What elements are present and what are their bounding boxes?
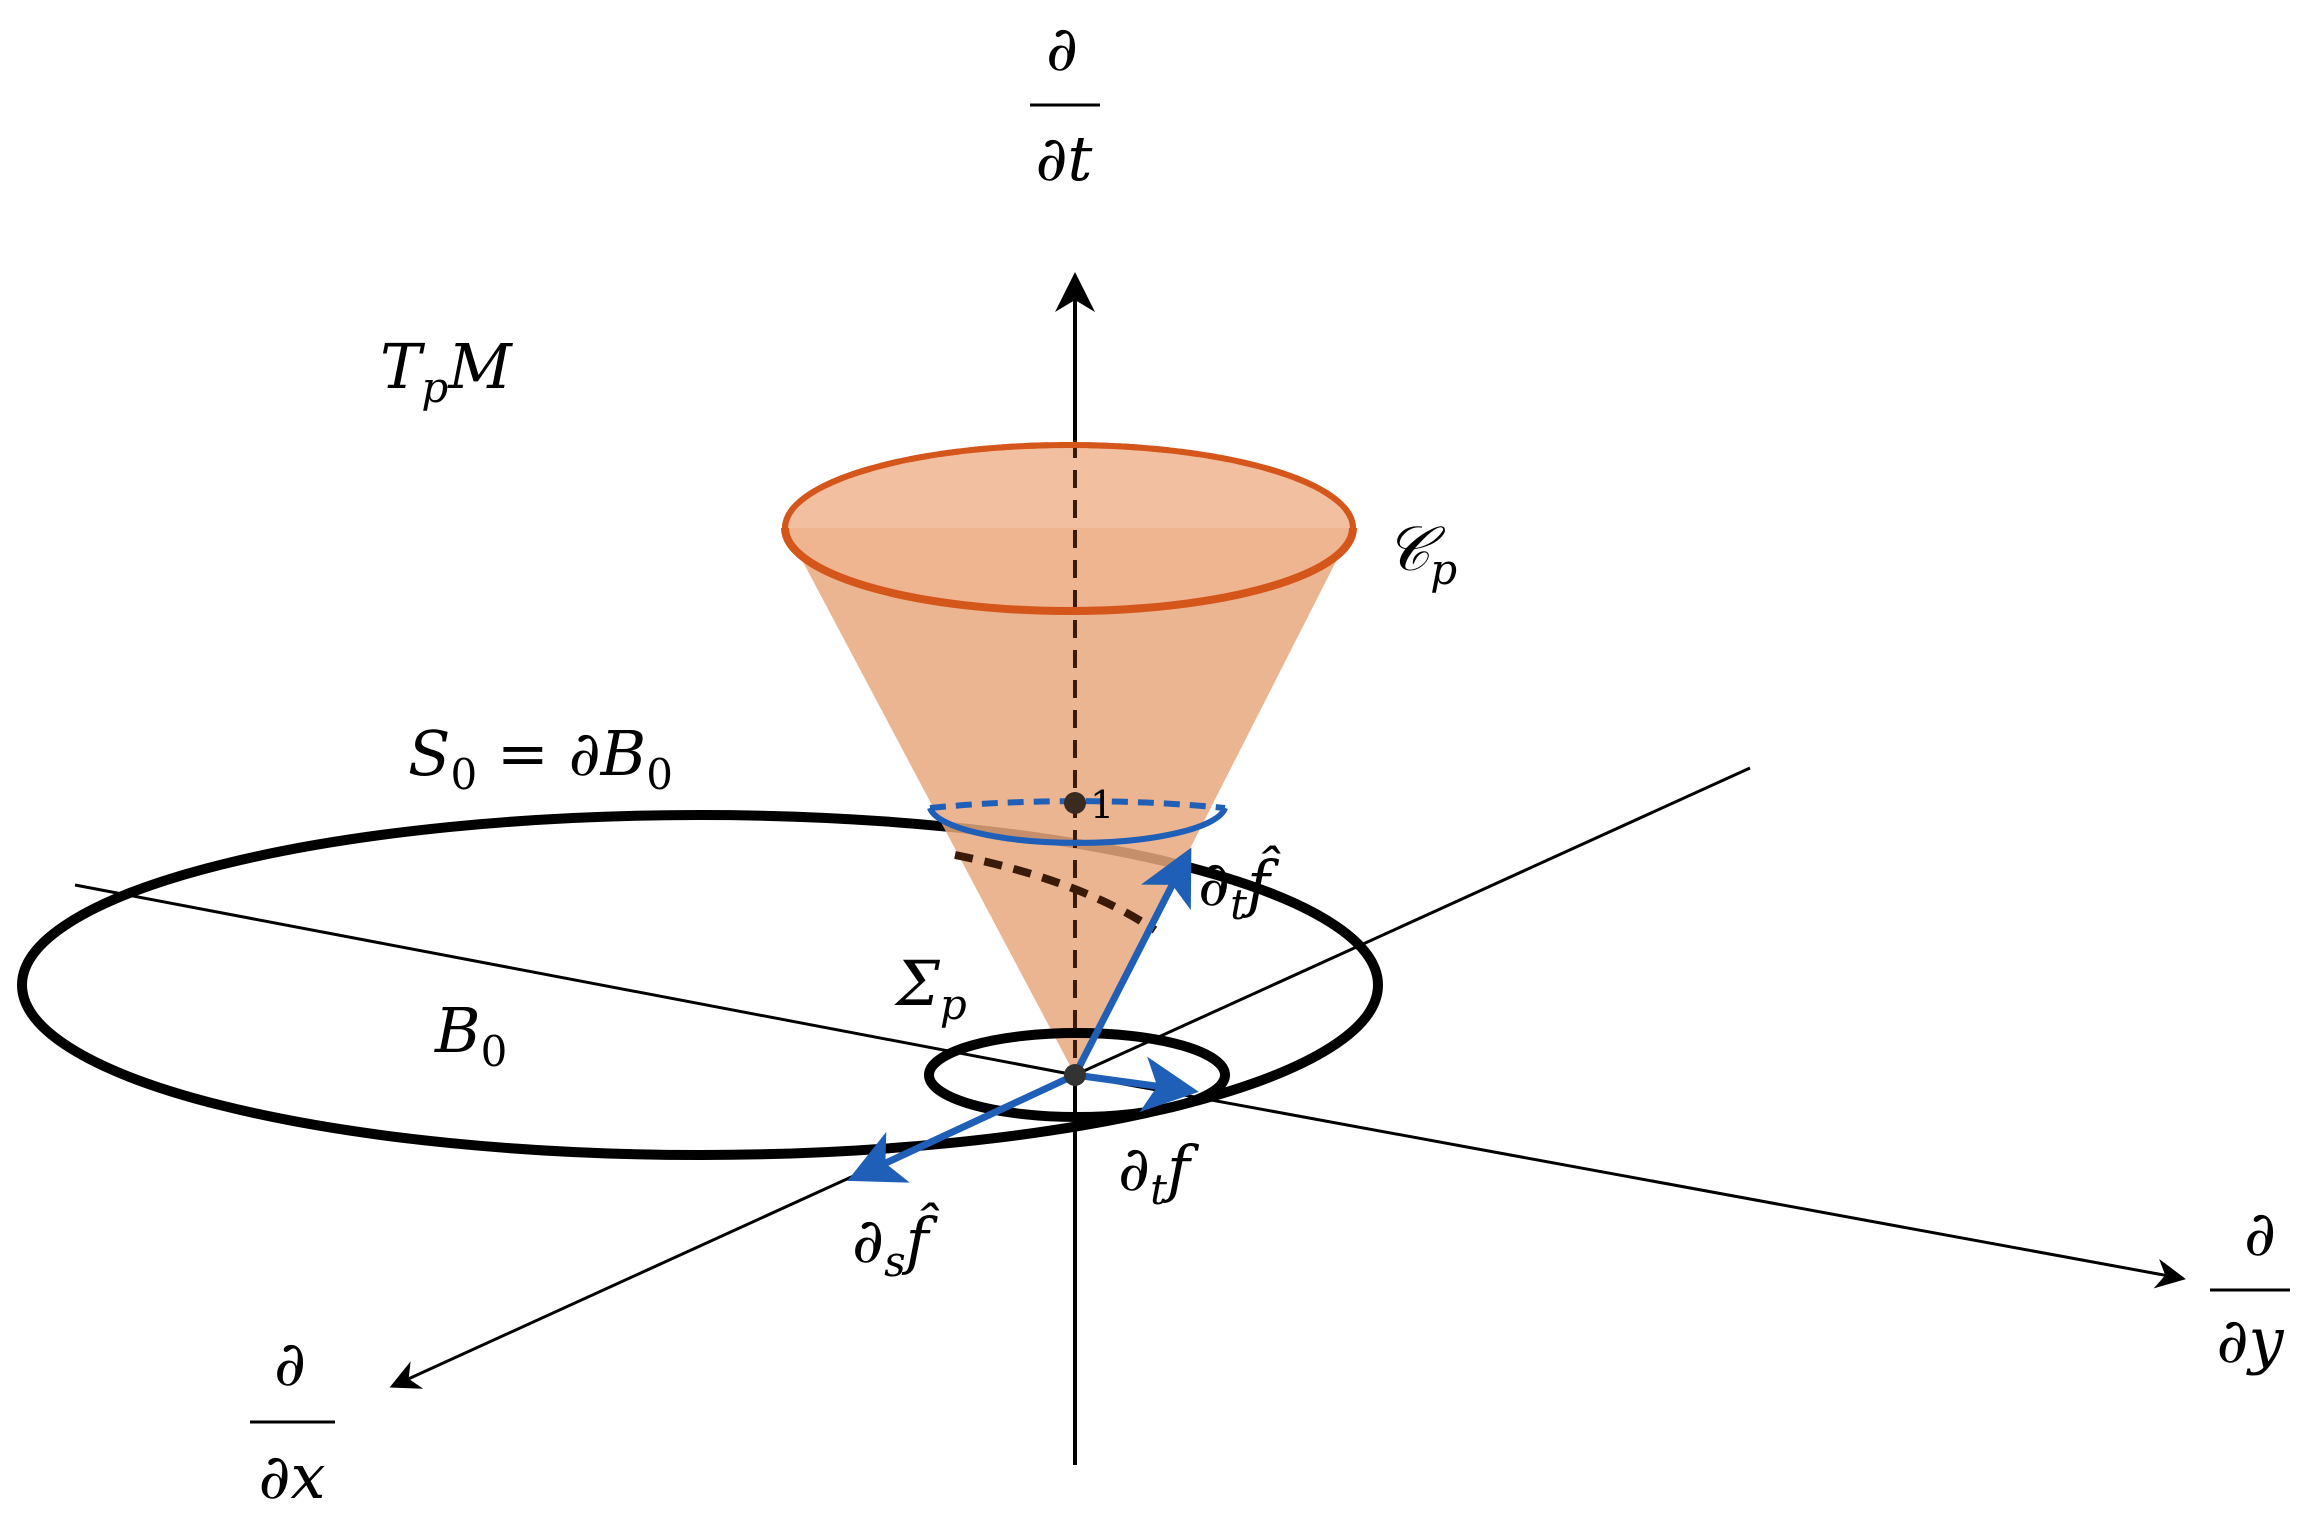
svg-text:∂tf̂: ∂tf̂ (1198, 846, 1281, 929)
label-one: 1 (1090, 783, 1114, 827)
label-tpm: TpM (380, 330, 513, 412)
label-cp: 𝒞p (1385, 512, 1457, 594)
label-sigma-p: Σp (894, 947, 967, 1029)
label-dt-f: ∂tf (1118, 1132, 1200, 1214)
svg-text:𝒞p: 𝒞p (1385, 512, 1457, 594)
origin-point (1064, 1064, 1086, 1086)
svg-text:∂t: ∂t (1036, 122, 1093, 195)
x-axis-back (74, 883, 1076, 1077)
svg-text:∂tf: ∂tf (1118, 1132, 1200, 1214)
svg-text:∂y: ∂y (2216, 1304, 2284, 1377)
sigma-ring-back (929, 798, 1226, 811)
svg-text:S0 = ∂B0: S0 = ∂B0 (408, 717, 673, 799)
cone-rim-outline (782, 442, 1356, 614)
svg-text:∂sf̂: ∂sf̂ (852, 1203, 940, 1286)
hidden-curve (954, 851, 1158, 934)
y-axis-back (1074, 766, 1751, 1077)
vector-dt-fhat (1071, 847, 1192, 1077)
y-axis-front (1074, 1073, 2186, 1289)
label-dx-axis: ∂ ∂x (250, 1327, 335, 1513)
svg-text:∂: ∂ (2244, 1197, 2276, 1270)
label-b0: B0 (434, 994, 507, 1076)
svg-text:TpM: TpM (380, 330, 513, 412)
svg-text:∂: ∂ (1046, 12, 1078, 85)
svg-text:Σp: Σp (894, 947, 967, 1029)
label-dt-fhat: ∂tf̂ (1198, 846, 1281, 929)
ball-b0-boundary (17, 810, 1383, 1160)
light-cone-top-fill (785, 445, 1353, 611)
label-dy-axis: ∂ ∂y (2210, 1197, 2290, 1377)
svg-text:∂x: ∂x (258, 1440, 325, 1513)
vector-dt-f (1074, 1056, 1199, 1113)
label-dt-axis: ∂ ∂t (1030, 12, 1100, 195)
label-s0: S0 = ∂B0 (408, 717, 673, 799)
svg-text:∂: ∂ (274, 1327, 306, 1400)
point-one (1064, 792, 1086, 814)
svg-text:B0: B0 (434, 994, 507, 1076)
sigma-ring-front (927, 806, 1228, 846)
label-ds-fhat: ∂sf̂ (852, 1203, 940, 1286)
vector-ds-fhat (847, 1071, 1077, 1183)
